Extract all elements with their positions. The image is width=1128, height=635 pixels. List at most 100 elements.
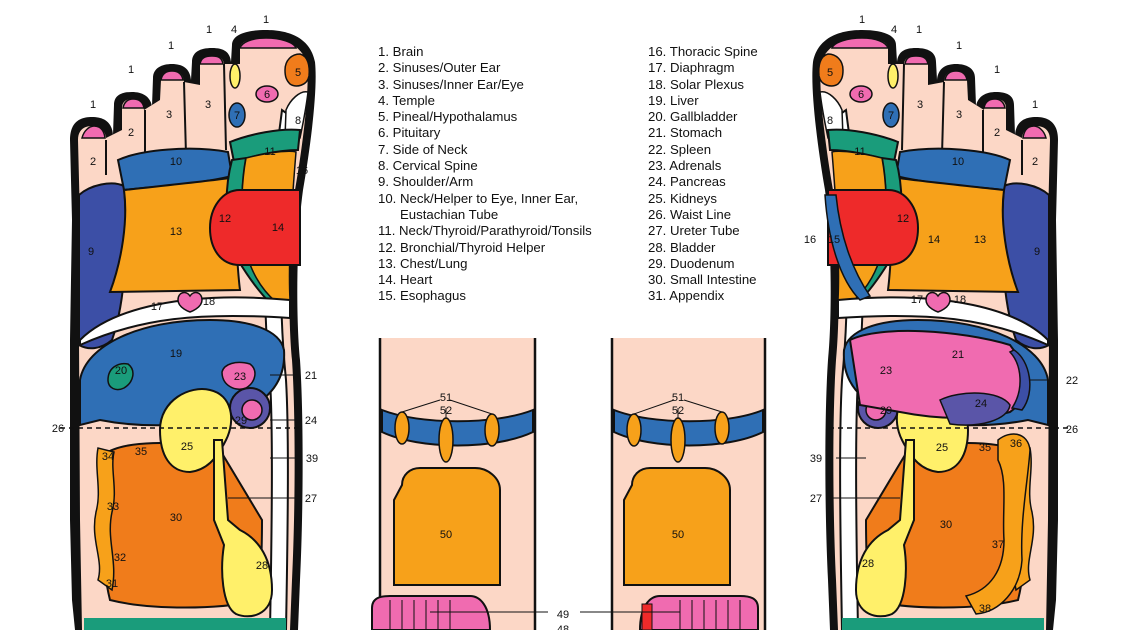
label-28: 28 xyxy=(256,560,268,572)
legend-item: 21. Stomach xyxy=(648,125,723,141)
label-50: 50 xyxy=(440,529,452,541)
label-13: 13 xyxy=(170,226,182,238)
legend-item: 27. Ureter Tube xyxy=(648,223,740,239)
label-3: 3 xyxy=(956,109,962,121)
label-39: 39 xyxy=(810,453,822,465)
label-5: 5 xyxy=(295,67,301,79)
label-2: 2 xyxy=(128,127,134,139)
legend-item: 23. Adrenals xyxy=(648,158,722,174)
legend-item: 2. Sinuses/Outer Ear xyxy=(378,60,501,76)
legend-item: 31. Appendix xyxy=(648,288,725,304)
legend-item: 1. Brain xyxy=(378,44,424,59)
label-7: 7 xyxy=(234,110,240,122)
label-50: 50 xyxy=(672,529,684,541)
region-labels: 1 1 1 1 1 4 2 2 3 3 5 6 7 8 9 10 11 12 1… xyxy=(52,14,1078,635)
label-27: 27 xyxy=(305,493,317,505)
right-ankle xyxy=(580,338,767,631)
label-26: 26 xyxy=(52,423,64,435)
label-30: 30 xyxy=(940,519,952,531)
label-25: 25 xyxy=(936,442,948,454)
label-1: 1 xyxy=(90,99,96,111)
label-2: 2 xyxy=(1032,156,1038,168)
legend-item: 6. Pituitary xyxy=(378,125,441,141)
label-51: 51 xyxy=(672,392,684,404)
label-1: 1 xyxy=(128,64,134,76)
label-24: 24 xyxy=(305,415,317,427)
label-16: 16 xyxy=(296,165,308,177)
label-52: 52 xyxy=(672,405,684,417)
label-1: 1 xyxy=(994,64,1000,76)
label-31: 31 xyxy=(106,578,118,590)
label-25: 25 xyxy=(181,441,193,453)
label-5: 5 xyxy=(827,67,833,79)
label-18: 18 xyxy=(203,296,215,308)
legend-item: 15. Esophagus xyxy=(378,288,466,304)
legend-item: 30. Small Intestine xyxy=(648,272,757,288)
legend-item: 19. Liver xyxy=(648,92,699,108)
label-3: 3 xyxy=(205,99,211,111)
legend-item: 28. Bladder xyxy=(648,239,716,255)
label-35: 35 xyxy=(979,442,991,454)
label-8: 8 xyxy=(827,115,833,127)
label-7: 7 xyxy=(888,110,894,122)
label-9: 9 xyxy=(88,246,94,258)
label-1: 1 xyxy=(956,40,962,52)
label-35: 35 xyxy=(135,446,147,458)
label-1: 1 xyxy=(1032,99,1038,111)
label-21: 21 xyxy=(952,349,964,361)
legend-item: 8. Cervical Spine xyxy=(378,158,478,174)
legend-item: 9. Shoulder/Arm xyxy=(378,174,474,190)
label-1: 1 xyxy=(263,14,269,26)
legend-item: 16. Thoracic Spine xyxy=(648,44,758,59)
legend-item: 13. Chest/Lung xyxy=(378,255,468,271)
label-30: 30 xyxy=(170,512,182,524)
label-6: 6 xyxy=(858,89,864,101)
legend-item: 11. Neck/Thyroid/Parathyroid/Tonsils xyxy=(378,223,592,239)
legend-item: 7. Side of Neck xyxy=(378,141,468,157)
legend-item: 29. Duodenum xyxy=(648,255,735,271)
label-21: 21 xyxy=(305,370,317,382)
label-14: 14 xyxy=(928,234,940,246)
label-33: 33 xyxy=(107,501,119,513)
legend-item: 12. Bronchial/Thyroid Helper xyxy=(378,239,546,255)
label-24: 24 xyxy=(975,398,987,410)
leader-lines xyxy=(228,374,1058,499)
legend-item: 20. Gallbladder xyxy=(648,109,738,125)
label-39: 39 xyxy=(306,453,318,465)
label-10: 10 xyxy=(952,156,964,168)
legend-item: 5. Pineal/Hypothalamus xyxy=(378,109,518,125)
right-foot-extras xyxy=(824,194,1031,615)
label-12: 12 xyxy=(897,213,909,225)
legend-item: 3. Sinuses/Inner Ear/Eye xyxy=(378,76,524,92)
label-9: 9 xyxy=(1034,246,1040,258)
label-17: 17 xyxy=(911,294,923,306)
label-16: 16 xyxy=(804,234,816,246)
label-2: 2 xyxy=(90,156,96,168)
legend-item: 26. Waist Line xyxy=(648,206,732,222)
label-6: 6 xyxy=(264,89,270,101)
label-4: 4 xyxy=(231,24,237,36)
label-8: 8 xyxy=(295,115,301,127)
label-3: 3 xyxy=(917,99,923,111)
legend-item: 24. Pancreas xyxy=(648,174,726,190)
legend-item: 18. Solar Plexus xyxy=(648,76,745,92)
left-ankle xyxy=(371,338,548,631)
label-13: 13 xyxy=(974,234,986,246)
label-20: 20 xyxy=(115,365,127,377)
legend-item: 4. Temple xyxy=(378,92,435,108)
label-52: 52 xyxy=(440,405,452,417)
label-11: 11 xyxy=(854,146,865,158)
label-17: 17 xyxy=(151,301,163,313)
legend-item: 14. Heart xyxy=(378,272,433,288)
legend-item: 10. Neck/Helper to Eye, Inner Ear, xyxy=(378,190,579,206)
right-foot xyxy=(811,29,1069,631)
legend-item: 22. Spleen xyxy=(648,141,712,157)
label-34: 34 xyxy=(102,451,114,463)
label-38: 38 xyxy=(979,603,991,615)
label-4: 4 xyxy=(891,24,897,36)
label-23: 23 xyxy=(880,365,892,377)
